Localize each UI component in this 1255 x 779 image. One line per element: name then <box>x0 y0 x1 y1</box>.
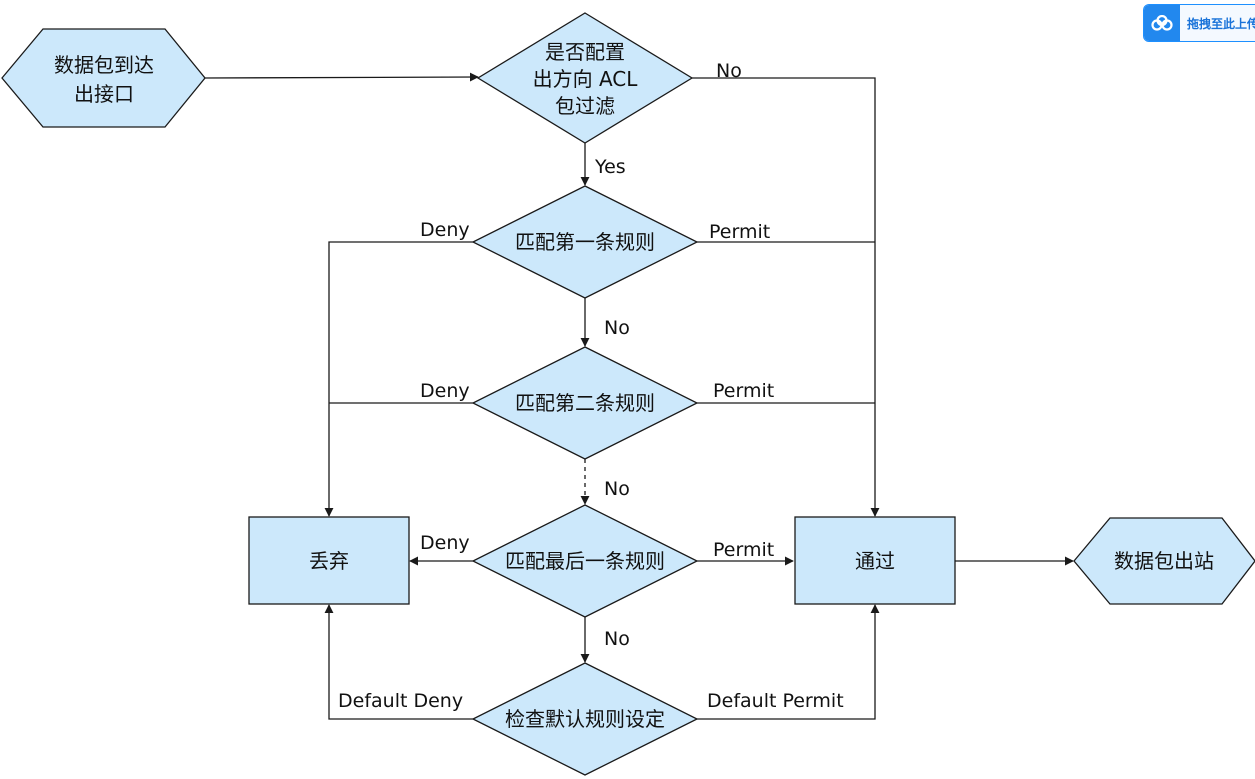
label-rule1-permit: Permit <box>709 221 770 243</box>
node-acl-check: 是否配置出方向 ACL 包过滤 <box>476 12 694 144</box>
svg-text:丢弃: 丢弃 <box>309 549 349 573</box>
label-default-permit: Default Permit <box>707 690 844 712</box>
label-default-deny: Default Deny <box>338 690 463 712</box>
svg-text:数据包到达出接口: 数据包到达出接口 <box>54 53 154 106</box>
label-rule2-no: No <box>604 478 630 500</box>
edge-default-permit-to-pass <box>697 604 880 720</box>
node-text-line: 是否配置 <box>545 40 625 64</box>
node-pass: 通过 <box>794 516 956 605</box>
label-last-no: No <box>604 628 630 650</box>
node-text-line: 匹配第二条规则 <box>515 391 655 415</box>
cloud-icon <box>1144 5 1180 41</box>
svg-text:检查默认规则设定: 检查默认规则设定 <box>505 707 665 731</box>
node-text-line: 出方向 ACL <box>533 67 639 91</box>
svg-text:数据包出站: 数据包出站 <box>1114 549 1214 573</box>
edge-acl-no-to-pass <box>692 77 880 517</box>
node-text-line: 通过 <box>855 549 895 573</box>
label-rule1-deny: Deny <box>420 219 470 241</box>
node-rule2: 匹配第二条规则 <box>471 346 699 460</box>
edges <box>204 72 1074 720</box>
node-text-line: 包过滤 <box>555 94 615 118</box>
label-rule2-deny: Deny <box>420 380 470 402</box>
node-rule-last: 匹配最后一条规则 <box>471 504 699 618</box>
node-start: 数据包到达出接口 <box>1 28 206 128</box>
node-text-line: 数据包出站 <box>1114 549 1214 573</box>
node-text-line: 检查默认规则设定 <box>505 707 665 731</box>
svg-text:匹配第一条规则: 匹配第一条规则 <box>515 230 655 254</box>
edge-rule1-deny-to-drop <box>324 241 473 517</box>
edge-start-to-acl <box>204 72 479 82</box>
svg-text:通过: 通过 <box>855 549 895 573</box>
upload-dropzone-badge[interactable]: 拖拽至此上传 <box>1143 4 1255 42</box>
label-acl-no: No <box>716 60 742 82</box>
label-rule1-no: No <box>604 317 630 339</box>
node-text-line: 匹配第一条规则 <box>515 230 655 254</box>
node-text-line: 数据包到达 <box>54 53 154 77</box>
svg-text:匹配最后一条规则: 匹配最后一条规则 <box>505 549 665 573</box>
label-last-deny: Deny <box>420 532 470 554</box>
node-exit: 数据包出站 <box>1073 517 1255 605</box>
svg-text:匹配第二条规则: 匹配第二条规则 <box>515 391 655 415</box>
edge-default-deny-to-drop <box>324 604 473 720</box>
upload-badge-label: 拖拽至此上传 <box>1187 16 1255 31</box>
node-rule1: 匹配第一条规则 <box>471 185 699 299</box>
node-drop: 丢弃 <box>248 516 410 605</box>
label-rule2-permit: Permit <box>713 380 774 402</box>
node-text-line: 匹配最后一条规则 <box>505 549 665 573</box>
node-text-line: 出接口 <box>74 82 134 106</box>
node-default-check: 检查默认规则设定 <box>471 662 699 776</box>
label-last-permit: Permit <box>713 539 774 561</box>
edge-labels: No Yes Deny Permit No Deny Permit No Den… <box>338 60 844 712</box>
node-text-line: 丢弃 <box>309 549 349 573</box>
label-acl-yes: Yes <box>594 156 626 178</box>
